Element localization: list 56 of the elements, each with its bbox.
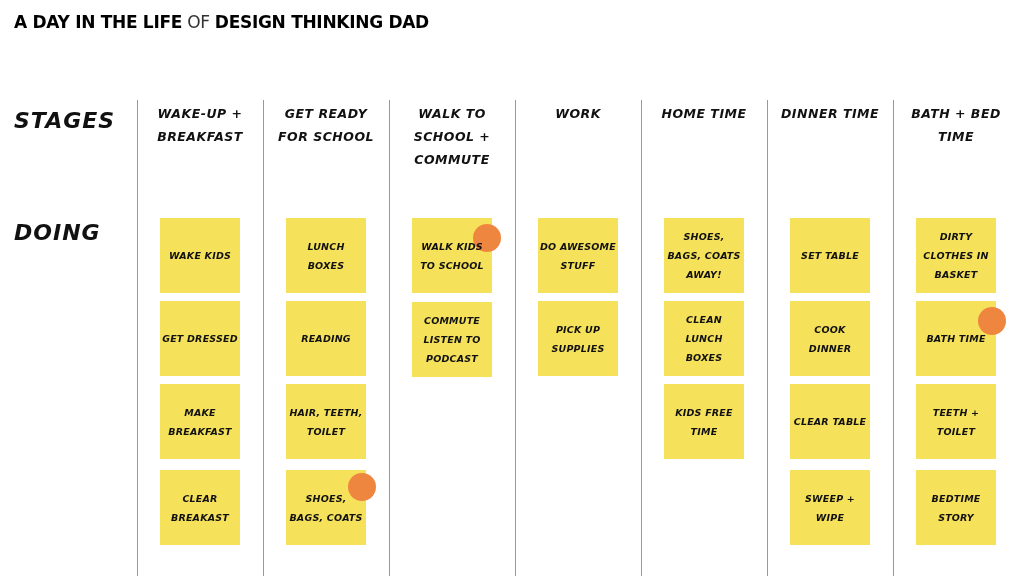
note-text: SHOES, BAGS, COATS — [288, 491, 364, 525]
sticky-note — [916, 470, 996, 545]
note-text: COOK DINNER — [807, 322, 853, 356]
note-text: LUNCH BOXES — [306, 239, 346, 273]
note-text: WAKE KIDS — [168, 249, 232, 263]
sticky-note — [538, 301, 618, 376]
stage-heading: BATH + BED TIME — [910, 105, 1002, 146]
note-text: GET DRESSED — [162, 332, 238, 346]
note-text: READING — [301, 332, 351, 346]
sticky-note — [664, 384, 744, 459]
note-text: TEETH + TOILET — [931, 405, 981, 439]
title: A DAY IN THE LIFE OF DESIGN THINKING DAD — [14, 12, 429, 32]
note-text: CLEAN LUNCH BOXES — [684, 313, 724, 365]
sticky-note — [160, 470, 240, 545]
stage-heading: GET READY FOR SCHOOL — [277, 105, 375, 146]
note-text: BEDTIME STORY — [930, 491, 982, 525]
row-heading: DOING — [14, 220, 101, 245]
sticky-note — [790, 301, 870, 376]
sticky-note — [664, 218, 744, 293]
sticky-note — [160, 218, 240, 293]
note-text: WALK KIDS TO SCHOOL — [419, 239, 485, 273]
sticky-note — [790, 218, 870, 293]
stage-heading: WALK TO SCHOOL + COMMUTE — [412, 105, 492, 169]
stage-heading: WAKE-UP + BREAKFAST — [156, 105, 244, 146]
sticky-note — [412, 218, 492, 293]
sticky-note — [286, 470, 366, 545]
sticky-note — [286, 301, 366, 376]
note-text: DO AWESOME STUFF — [540, 239, 616, 273]
sticky-note — [538, 218, 618, 293]
stage-heading: DINNER TIME — [779, 105, 881, 123]
stage-heading: HOME TIME — [660, 105, 748, 123]
note-text: SET TABLE — [801, 249, 859, 263]
note-text: PICK UP SUPPLIES — [550, 322, 606, 356]
note-text: COMMUTE LISTEN TO PODCAST — [422, 314, 482, 366]
sticky-note — [160, 384, 240, 459]
note-text: BATH TIME — [926, 332, 986, 346]
note-text: DIRTY CLOTHES IN BASKET — [922, 230, 990, 282]
row-heading: STAGES — [14, 108, 116, 133]
sticky-note — [790, 470, 870, 545]
sticky-note — [286, 218, 366, 293]
note-text: SHOES, BAGS, COATS AWAY! — [666, 230, 742, 282]
note-text: KIDS FREE TIME — [674, 405, 734, 439]
sticky-note — [412, 302, 492, 377]
note-text: MAKE BREAKFAST — [167, 405, 233, 439]
sticky-note — [916, 218, 996, 293]
note-text: CLEAR BREAKAST — [169, 491, 231, 525]
sticky-note — [916, 384, 996, 459]
sticky-note — [916, 301, 996, 376]
note-text: CLEAR TABLE — [793, 415, 867, 429]
sticky-note — [790, 384, 870, 459]
sticky-note — [160, 301, 240, 376]
note-text: SWEEP + WIPE — [804, 491, 856, 525]
sticky-note — [286, 384, 366, 459]
note-text: HAIR, TEETH, TOILET — [288, 405, 364, 439]
sticky-note — [664, 301, 744, 376]
stage-heading: WORK — [554, 105, 602, 123]
